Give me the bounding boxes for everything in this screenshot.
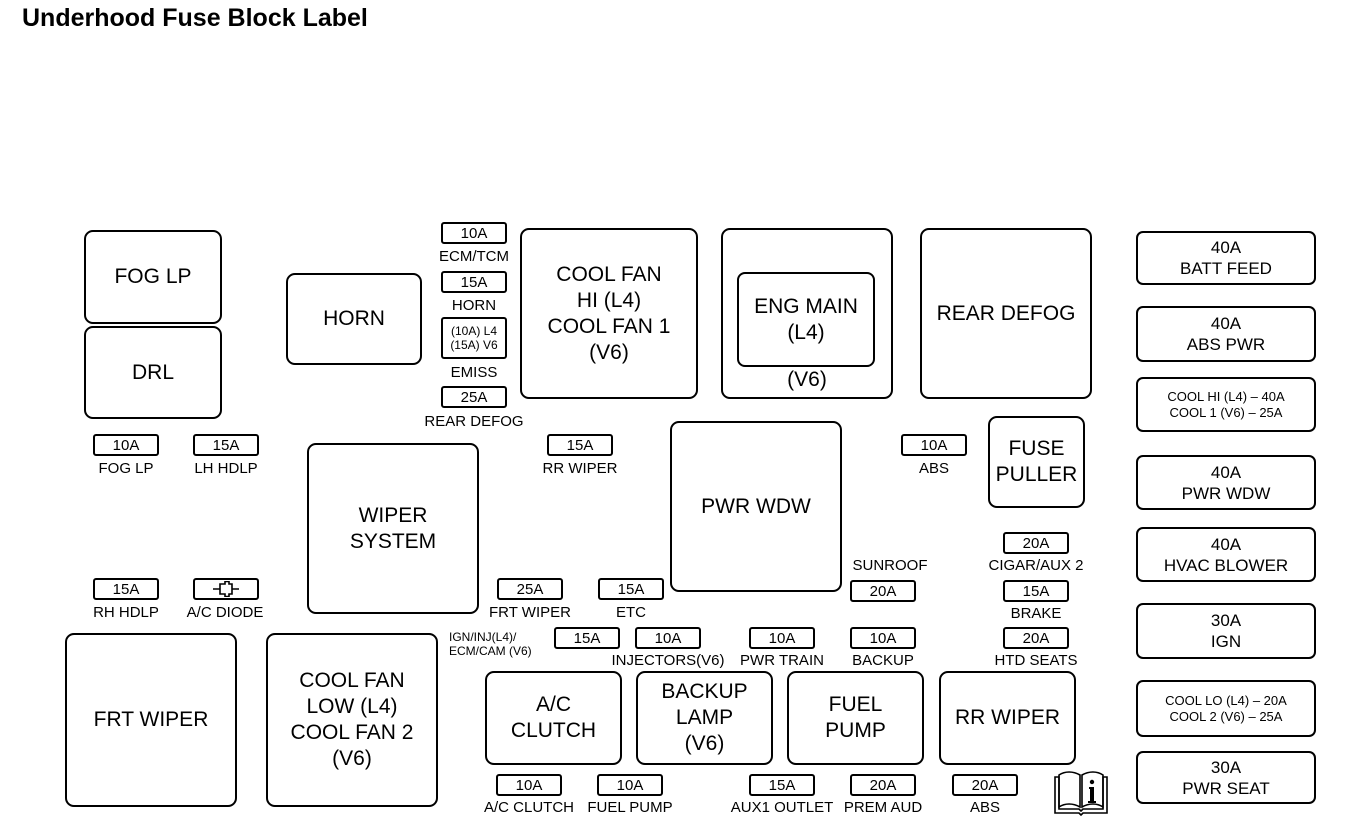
fuse-label-htd-seats: HTD SEATS xyxy=(994,652,1078,669)
owner-manual-icon xyxy=(1054,771,1108,817)
relay-horn: HORN xyxy=(286,273,422,365)
fuse-label-cigar-aux2: CIGAR/AUX 2 xyxy=(988,557,1084,574)
relay-eng-main-outer: (V6) xyxy=(721,228,893,399)
fuse-label-rr-wiper: RR WIPER xyxy=(542,460,618,477)
fuse-label-rh-hdlp: RH HDLP xyxy=(93,604,159,621)
maxi-fuse-cool-lo: COOL LO (L4) – 20A COOL 2 (V6) – 25A xyxy=(1136,680,1316,737)
fuse-label-fuel-pump: FUEL PUMP xyxy=(587,799,673,816)
fuse-rear-defog: 25A xyxy=(441,386,507,408)
fuse-lh-hdlp: 15A xyxy=(193,434,259,456)
relay-cool-fan-hi: COOL FAN HI (L4) COOL FAN 1 (V6) xyxy=(520,228,698,399)
fuse-ign-inj: 15A xyxy=(554,627,620,649)
fuse-label-sunroof: SUNROOF xyxy=(852,557,928,574)
maxi-fuse-pwr-wdw: 40A PWR WDW xyxy=(1136,455,1316,510)
fuse-label-pwr-train: PWR TRAIN xyxy=(740,652,824,669)
fuse-label-prem-aud: PREM AUD xyxy=(843,799,923,816)
relay-rear-defog: REAR DEFOG xyxy=(920,228,1092,399)
fuse-backup: 10A xyxy=(850,627,916,649)
fuse-ac-clutch: 10A xyxy=(496,774,562,796)
fuse-label-frt-wiper: FRT WIPER xyxy=(489,604,571,621)
fuse-label-ecm-tcm: ECM/TCM xyxy=(439,248,509,265)
eng-main-v6-label: (V6) xyxy=(787,368,827,391)
fuse-pwr-train: 10A xyxy=(749,627,815,649)
relay-rr-wiper: RR WIPER xyxy=(939,671,1076,765)
maxi-fuse-ign: 30A IGN xyxy=(1136,603,1316,659)
fuse-cigar-aux2: 20A xyxy=(1003,532,1069,554)
fuse-aux1-outlet: 15A xyxy=(749,774,815,796)
fuse-label-fog-lp: FOG LP xyxy=(98,460,154,477)
fuse-abs-top: 10A xyxy=(901,434,967,456)
fuse-emiss: (10A) L4 (15A) V6 xyxy=(441,317,507,359)
fuse-rh-hdlp: 15A xyxy=(93,578,159,600)
relay-ac-clutch: A/C CLUTCH xyxy=(485,671,622,765)
fuse-label-etc: ETC xyxy=(616,604,646,621)
relay-frt-wiper: FRT WIPER xyxy=(65,633,237,807)
relay-wiper-system: WIPER SYSTEM xyxy=(307,443,479,614)
relay-fog-lp: FOG LP xyxy=(84,230,222,324)
maxi-fuse-batt-feed: 40A BATT FEED xyxy=(1136,231,1316,285)
fuse-label-injectors: INJECTORS(V6) xyxy=(611,652,725,669)
fuse-injectors: 10A xyxy=(635,627,701,649)
fuse-fuel-pump: 10A xyxy=(597,774,663,796)
fuse-label-aux1-outlet: AUX1 OUTLET xyxy=(730,799,834,816)
fuse-rr-wiper: 15A xyxy=(547,434,613,456)
maxi-fuse-cool-hi: COOL HI (L4) – 40A COOL 1 (V6) – 25A xyxy=(1136,377,1316,432)
fuse-htd-seats: 20A xyxy=(1003,627,1069,649)
ac-diode-slot xyxy=(193,578,259,600)
fuse-label-backup: BACKUP xyxy=(852,652,914,669)
fuse-frt-wiper: 25A xyxy=(497,578,563,600)
diode-symbol-icon xyxy=(213,581,239,597)
relay-backup-lamp: BACKUP LAMP (V6) xyxy=(636,671,773,765)
relay-fuel-pump: FUEL PUMP xyxy=(787,671,924,765)
fuse-label-ac-clutch: A/C CLUTCH xyxy=(483,799,574,816)
fuse-abs-bottom: 20A xyxy=(952,774,1018,796)
fuse-sunroof: 20A xyxy=(850,580,916,602)
fuse-label-brake: BRAKE xyxy=(1010,605,1062,622)
fuse-label-abs-top: ABS xyxy=(918,460,949,477)
fuse-puller[interactable]: FUSE PULLER xyxy=(988,416,1085,508)
fuse-horn: 15A xyxy=(441,271,507,293)
maxi-fuse-hvac-blower: 40A HVAC BLOWER xyxy=(1136,527,1316,582)
maxi-fuse-pwr-seat: 30A PWR SEAT xyxy=(1136,751,1316,804)
fuse-label-emiss: EMISS xyxy=(450,364,498,381)
fuse-ecm-tcm: 10A xyxy=(441,222,507,244)
fuse-label-rear-defog: REAR DEFOG xyxy=(424,413,524,430)
fuse-prem-aud: 20A xyxy=(850,774,916,796)
fuse-brake: 15A xyxy=(1003,580,1069,602)
fuse-fog-lp: 10A xyxy=(93,434,159,456)
relay-pwr-wdw: PWR WDW xyxy=(670,421,842,592)
fuse-label-abs-bottom: ABS xyxy=(969,799,1000,816)
fuse-label-horn: HORN xyxy=(451,297,497,314)
relay-eng-main: ENG MAIN (L4) xyxy=(737,272,875,367)
maxi-fuse-abs-pwr: 40A ABS PWR xyxy=(1136,306,1316,362)
fuse-etc: 15A xyxy=(598,578,664,600)
relay-drl: DRL xyxy=(84,326,222,419)
fuse-label-ac-diode: A/C DIODE xyxy=(186,604,264,621)
relay-cool-fan-low: COOL FAN LOW (L4) COOL FAN 2 (V6) xyxy=(266,633,438,807)
fuse-label-ign-inj: IGN/INJ(L4)/ ECM/CAM (V6) xyxy=(449,630,532,658)
fuse-label-lh-hdlp: LH HDLP xyxy=(194,460,258,477)
page-title: Underhood Fuse Block Label xyxy=(22,4,368,32)
